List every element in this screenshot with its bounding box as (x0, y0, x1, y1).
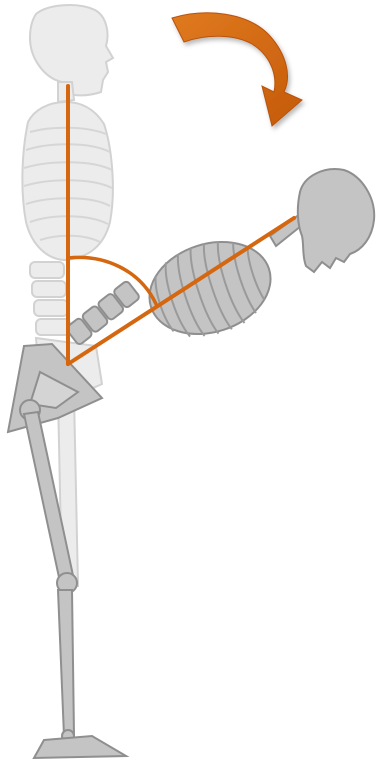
bent-skull (298, 169, 374, 272)
pelvis-and-leg (8, 344, 126, 758)
bent-ribcage (137, 227, 283, 351)
bent-lumbar-vertebrae (65, 280, 140, 345)
ghost-lumbar-vertebrae (30, 262, 70, 335)
tibia (58, 590, 74, 736)
rotation-arrow-icon (172, 13, 302, 126)
foot (34, 736, 126, 758)
